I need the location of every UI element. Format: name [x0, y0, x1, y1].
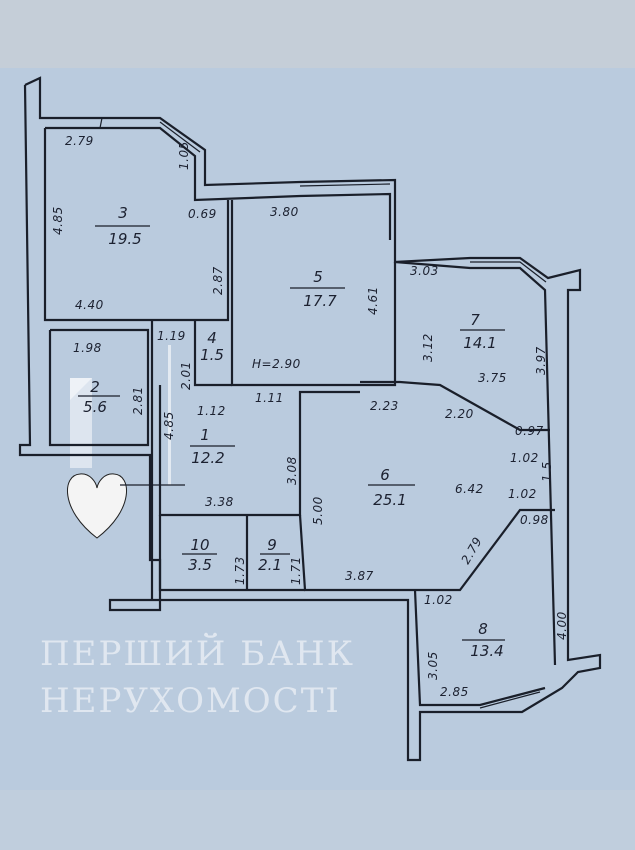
dimension: 1.98 [73, 341, 102, 355]
window-5 [299, 183, 391, 187]
room-area: 5.6 [83, 398, 107, 416]
dimension: 2.85 [440, 685, 469, 699]
room4-walls [193, 320, 232, 387]
top-band [0, 0, 635, 68]
room-number: 6 [380, 466, 390, 484]
dimension: 2.01 [179, 361, 193, 390]
room2-walls [48, 328, 150, 447]
room-label-3: 319.5 [95, 204, 150, 248]
watermark-line [168, 345, 171, 485]
room-number: 5 [313, 268, 323, 286]
room-area: 13.4 [470, 642, 503, 660]
room6-south-wall [298, 508, 555, 592]
room-number: 8 [478, 620, 488, 638]
dimension: 3.75 [478, 371, 507, 385]
dimension: 1.19 [157, 329, 186, 343]
room-number: 7 [470, 311, 480, 329]
dimension: 1.12 [197, 404, 226, 418]
room-area: 2.1 [258, 556, 282, 574]
dimension: 6.42 [455, 482, 484, 496]
dimension: 1.5 [540, 461, 554, 482]
room-label-7: 714.1 [460, 311, 505, 352]
room3-walls [43, 128, 230, 322]
dimension: 2.87 [211, 266, 225, 295]
dimension: 2.81 [131, 386, 145, 415]
heart-icon [67, 473, 127, 539]
room-label-10: 103.5 [182, 536, 217, 574]
room6-north-wall [360, 380, 550, 432]
north-inner-wall [45, 126, 392, 240]
dimension: 3.80 [270, 205, 299, 219]
room-area: 17.7 [303, 292, 337, 310]
room8-walls [413, 589, 546, 707]
watermark-line1: ПЕРШИЙ БАНК [40, 632, 355, 674]
window-3 [99, 117, 103, 129]
dimension: 4.85 [162, 411, 176, 440]
room-area: 1.5 [200, 346, 224, 364]
dimension: 3.12 [421, 333, 435, 362]
dimension: 1.71 [289, 556, 303, 585]
dimension: 4.00 [555, 611, 569, 640]
room-number: 2 [90, 378, 100, 396]
dimension: 4.40 [75, 298, 104, 312]
dimension: 3.08 [285, 456, 299, 485]
dimension: 1.02 [508, 487, 537, 501]
room-label-4: 41.5 [200, 329, 224, 364]
dimension: 1.11 [255, 391, 284, 405]
dimension: 1.02 [424, 593, 453, 607]
dimension: 4.85 [51, 206, 65, 235]
watermark: ПЕРШИЙ БАНК НЕРУХОМОСТІ [40, 345, 355, 721]
room-label-8: 813.4 [462, 620, 505, 660]
room-number: 10 [190, 536, 209, 554]
room-number: 9 [267, 536, 277, 554]
room-label-9: 92.1 [258, 536, 290, 574]
dimension: 2.79 [65, 134, 94, 148]
room-label-2: 25.6 [78, 378, 120, 416]
room-label-6: 625.1 [368, 466, 415, 509]
dimension: 3.97 [534, 346, 548, 375]
dimension: 3.05 [426, 651, 440, 680]
room-number: 1 [200, 426, 210, 444]
room-area: 12.2 [191, 449, 224, 467]
dimension: 1.73 [233, 556, 247, 585]
room-area: 3.5 [188, 556, 212, 574]
dimension: 0.69 [188, 207, 217, 221]
room7-walls [394, 260, 557, 666]
dimension: 0.97 [515, 424, 544, 438]
dimension: 0.98 [520, 513, 549, 527]
dimension: 1.02 [510, 451, 539, 465]
room5-walls [230, 200, 397, 387]
window-3b [159, 121, 201, 153]
bath-walls [158, 515, 305, 592]
bottom-band [0, 790, 635, 850]
room-label-5: 517.7 [290, 268, 345, 310]
window-7 [470, 261, 547, 283]
window-8 [479, 691, 541, 709]
dimension: 3.38 [205, 495, 234, 509]
dimensions: 2.79 1.05 0.69 4.85 2.87 4.40 3.80 4.61 … [51, 134, 569, 699]
room-area: 14.1 [463, 334, 496, 352]
dimension: 4.61 [366, 286, 380, 315]
room-area: 25.1 [373, 491, 406, 509]
room-number: 4 [207, 329, 217, 347]
dimension: 5.00 [311, 496, 325, 525]
watermark-line2: НЕРУХОМОСТІ [40, 681, 341, 721]
room-area: 19.5 [108, 230, 141, 248]
dimension: 1.05 [177, 141, 191, 170]
room-label-1: 112.2 [190, 426, 235, 467]
dimension: 3.03 [410, 264, 439, 278]
dimension: 2.23 [370, 399, 399, 413]
walls [18, 76, 602, 762]
dimension: H=2.90 [252, 357, 301, 371]
dimension: 2.20 [445, 407, 474, 421]
logo-one-flag [70, 378, 92, 400]
room-number: 3 [118, 204, 128, 222]
dimension: 3.87 [345, 569, 374, 583]
